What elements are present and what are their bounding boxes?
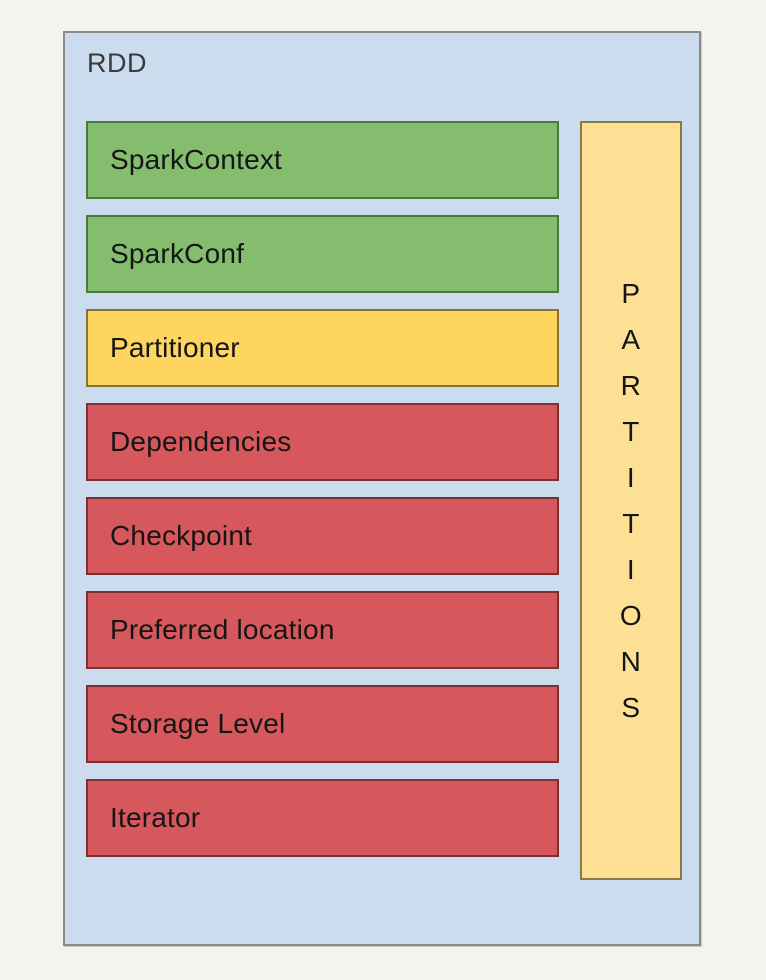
rdd-component-box: Iterator [86,779,559,857]
rdd-component-box: Dependencies [86,403,559,481]
rdd-component-box: Checkpoint [86,497,559,575]
rdd-component-label: Storage Level [110,708,286,739]
rdd-component-label: SparkContext [110,144,283,175]
rdd-component-label: Preferred location [110,614,335,645]
partitions-label-letter: N [620,645,642,677]
rdd-component-label: SparkConf [110,238,245,269]
rdd-component-label: Dependencies [110,426,292,457]
rdd-component-label: Partitioner [110,332,240,363]
partitions-label-letter: A [621,323,641,355]
partitions-label-letter: I [626,461,636,493]
partitions-label-letter: S [621,691,641,723]
rdd-panel-title: RDD [87,48,147,78]
partitions-label-letter: R [620,369,642,401]
rdd-component-box: Partitioner [86,309,559,387]
rdd-component-box: Storage Level [86,685,559,763]
partitions-label-letter: O [619,599,643,631]
partitions-label-letter: T [622,415,640,447]
partitions-label-letter: I [626,553,636,585]
partitions-label-letter: P [621,277,641,309]
rdd-component-box: SparkContext [86,121,559,199]
rdd-component-box: Preferred location [86,591,559,669]
rdd-component-label: Checkpoint [110,520,253,551]
partitions-label-letter: T [622,507,640,539]
rdd-component-label: Iterator [110,802,201,833]
rdd-component-box: SparkConf [86,215,559,293]
